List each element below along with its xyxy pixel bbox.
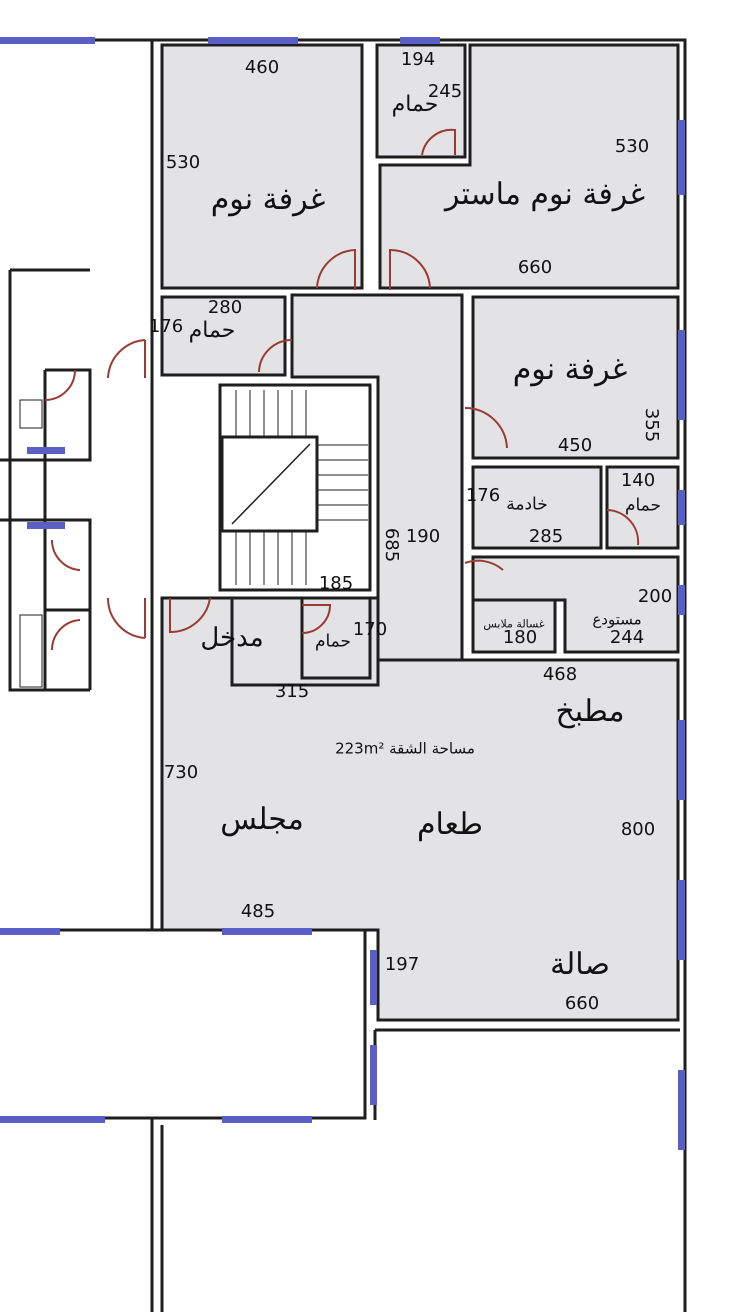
entrance-bath-label: حمام bbox=[314, 631, 352, 652]
master-width: 660 bbox=[517, 257, 553, 278]
maid-length: 176 bbox=[465, 485, 501, 506]
bedroom3-label: غرفة نوم bbox=[512, 352, 628, 387]
majlis-length: 730 bbox=[163, 762, 199, 783]
room-master bbox=[378, 43, 680, 290]
doors bbox=[44, 128, 640, 651]
room-bedroom3 bbox=[471, 295, 680, 460]
bedroom1-length: 530 bbox=[165, 152, 201, 173]
majlis-width: 485 bbox=[240, 901, 276, 922]
maid-label: خادمة bbox=[506, 494, 548, 515]
room-maid bbox=[471, 465, 603, 550]
living-dim-side: 197 bbox=[384, 954, 420, 975]
room-laundry bbox=[471, 598, 557, 654]
dining-length: 800 bbox=[620, 819, 656, 840]
room-bedroom1 bbox=[160, 43, 364, 290]
room-entrance-bath bbox=[300, 596, 372, 680]
bedroom1-width: 460 bbox=[244, 57, 280, 78]
total-area: مساحة الشقة 223m² bbox=[335, 739, 475, 758]
kitchen-width: 468 bbox=[542, 664, 578, 685]
corridor-width: 190 bbox=[405, 526, 441, 547]
dining-label: طعام bbox=[416, 807, 484, 842]
room-bath2 bbox=[160, 295, 287, 377]
maid-bath-label: حمام bbox=[624, 495, 662, 516]
room-maid-bath bbox=[605, 465, 680, 550]
bath2-length: 176 bbox=[148, 316, 184, 337]
entrance-label: مدخل bbox=[200, 623, 264, 653]
living-label: صالة bbox=[550, 947, 610, 982]
bath2-width: 280 bbox=[207, 297, 243, 318]
room-storage bbox=[471, 555, 680, 654]
laundry-label: غسالة ملابس bbox=[483, 617, 545, 631]
bath-top-width: 194 bbox=[400, 49, 436, 70]
maid-width: 285 bbox=[528, 526, 564, 547]
entrance-dim-top: 185 bbox=[318, 573, 354, 594]
entrance-bath-length: 170 bbox=[352, 619, 388, 640]
rooms bbox=[160, 43, 680, 1022]
bedroom1-label: غرفة نوم bbox=[210, 182, 326, 217]
storage-width: 244 bbox=[609, 627, 645, 648]
living-width: 660 bbox=[564, 993, 600, 1014]
bedroom3-length: 355 bbox=[641, 407, 662, 443]
laundry-width: 180 bbox=[502, 627, 538, 648]
stairs bbox=[235, 390, 368, 585]
corridor-length: 685 bbox=[381, 527, 402, 563]
bath-top-label: حمام bbox=[391, 92, 439, 117]
entrance-dim-bottom: 315 bbox=[274, 681, 310, 702]
windows bbox=[0, 37, 685, 1150]
kitchen-label: مطبخ bbox=[555, 694, 625, 729]
master-length: 530 bbox=[614, 136, 650, 157]
majlis-label: مجلس bbox=[220, 802, 304, 837]
bath-top-length: 245 bbox=[427, 81, 463, 102]
room-bath-top bbox=[375, 43, 467, 159]
bath2-label: حمام bbox=[188, 318, 236, 343]
storage-label: مستودع bbox=[592, 610, 642, 629]
bedroom3-width: 450 bbox=[557, 435, 593, 456]
storage-length: 200 bbox=[637, 586, 673, 607]
maid-bath-width: 140 bbox=[620, 470, 656, 491]
master-label: غرفة نوم ماستر bbox=[444, 177, 646, 212]
